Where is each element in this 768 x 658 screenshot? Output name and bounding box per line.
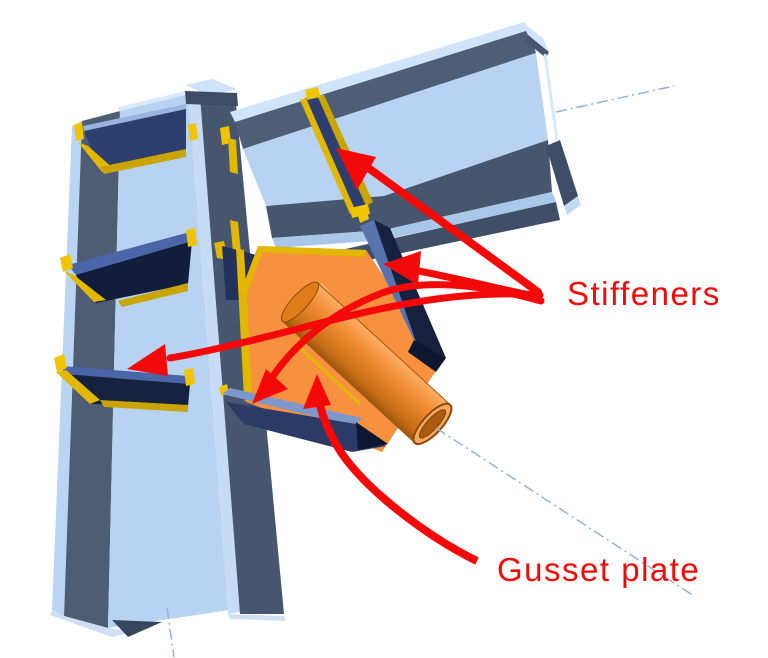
column-stiffener-top xyxy=(78,104,186,174)
column-stiffener-bottom xyxy=(54,354,190,412)
gusset-arrow xyxy=(303,374,479,565)
stiffeners-arrows xyxy=(127,148,545,404)
brace-centerline xyxy=(435,427,695,597)
beam xyxy=(230,22,581,266)
column-stiffener-middle xyxy=(60,233,192,307)
centerlines xyxy=(166,85,695,658)
column-centerline xyxy=(166,607,175,658)
stiffeners-label: Stiffeners xyxy=(567,275,721,312)
gusset-plate-label: Gusset plate xyxy=(497,551,701,588)
beam-centerline xyxy=(555,85,675,113)
gusset-weld-seam xyxy=(296,344,362,406)
